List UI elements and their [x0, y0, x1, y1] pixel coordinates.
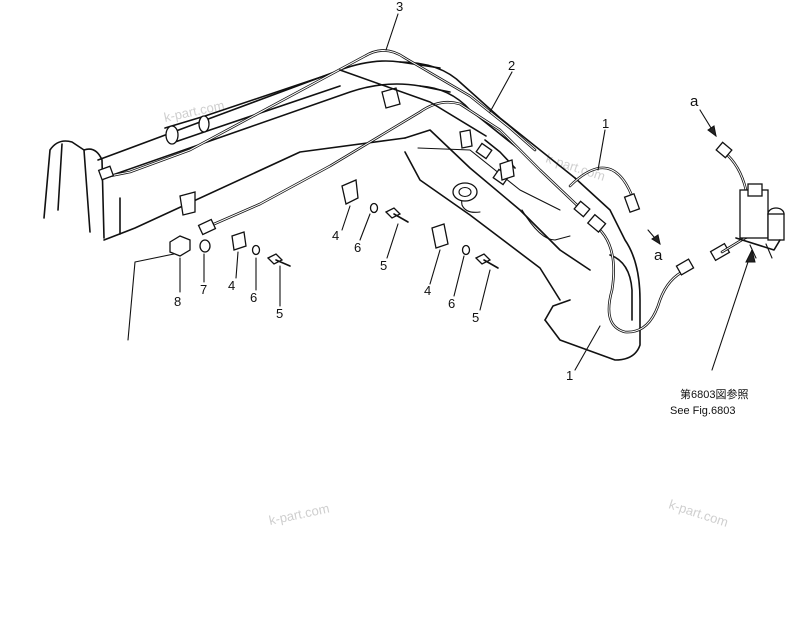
reference-en: See Fig.6803: [670, 405, 735, 417]
callout-5: 5: [472, 310, 479, 325]
clamp-plate-4: [341, 179, 359, 205]
flow-arrows: [647, 109, 717, 246]
callout-4: 4: [228, 278, 235, 293]
callout-labels: 3 2 1 1 8 7 4 6 5 4 6 5 4 6 5 a a: [174, 0, 699, 383]
valve-assembly: [715, 141, 785, 259]
watermark: k-part.com: [163, 97, 226, 124]
washer-6: [369, 202, 379, 214]
boom-body: [43, 60, 641, 361]
leader-lines: [127, 13, 756, 371]
hydraulic-hose-1: [568, 166, 688, 334]
callout-a: a: [690, 93, 699, 110]
callout-4: 4: [424, 283, 431, 298]
loose-parts-group-right: [431, 223, 499, 269]
clamp-plate-4: [231, 231, 247, 251]
callout-1: 1: [602, 116, 609, 131]
callout-5: 5: [276, 306, 283, 321]
clamp-bracket: [179, 129, 515, 216]
hydraulic-pipe-3: [108, 49, 582, 230]
callout-8: 8: [174, 294, 181, 309]
callout-2: 2: [508, 58, 515, 73]
figure-reference: 第6803図参照 See Fig.6803: [670, 387, 748, 417]
callout-6: 6: [250, 290, 257, 305]
watermark: k-part.com: [268, 500, 331, 527]
callout-7: 7: [200, 282, 207, 297]
washer-6: [461, 244, 471, 256]
callout-5: 5: [380, 258, 387, 273]
washer-6: [251, 244, 261, 256]
reference-jp: 第6803図参照: [680, 387, 748, 401]
callout-a: a: [654, 247, 663, 264]
clamp-plate-4: [431, 223, 449, 249]
callout-6: 6: [448, 296, 455, 311]
pipe-fittings: [97, 142, 731, 276]
callout-4: 4: [332, 228, 339, 243]
callout-6: 6: [354, 240, 361, 255]
callout-3: 3: [396, 0, 403, 14]
nut-8: [169, 235, 191, 257]
callout-1: 1: [566, 368, 573, 383]
loose-parts-group-left: [169, 231, 291, 267]
watermark: k-part.com: [667, 497, 730, 530]
loose-parts-group-middle: [341, 179, 409, 223]
o-ring-7: [199, 239, 211, 253]
